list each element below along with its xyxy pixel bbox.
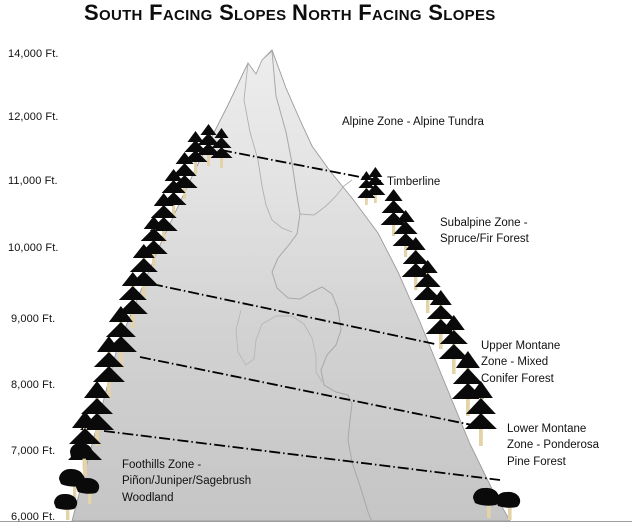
zone-label-foothills-line1: Foothills Zone - [122,459,202,471]
zone-label-foothills-line2: Piñon/Juniper/Sagebrush [122,475,252,488]
divider-subalpine [151,283,436,345]
zone-label-foothills: Foothills Zone - Piñon/Juniper/Sagebrush… [122,457,251,506]
zone-label-alpine-line1: Alpine Zone - Alpine Tundra [342,116,484,128]
zone-label-subalpine-line1: Subalpine Zone - [440,217,528,229]
axis-tick-14000: 14,000 Ft. [8,48,59,60]
divider-timberline [220,149,382,182]
zone-label-lower-montane-line2: Zone - Ponderosa [507,439,600,452]
heading-south-facing-slopes: South Facing Slopes [84,1,286,24]
zone-label-lower-montane-line1: Lower Montane [507,423,587,435]
zone-label-upper-montane: Upper Montane Zone - Mixed Conifer Fores… [481,338,560,387]
zone-label-upper-montane-line1: Upper Montane [481,340,561,352]
zone-label-alpine: Alpine Zone - Alpine Tundra [342,114,484,131]
axis-tick-10000: 10,000 Ft. [8,242,59,254]
divider-upper-montane [139,356,473,426]
foothill-shrubs [53,442,521,520]
zone-label-upper-montane-line2: Zone - Mixed [481,356,549,369]
zone-label-subalpine-line2: Spruce/Fir Forest [440,233,529,246]
axis-tick-7000: 7,000 Ft. [11,445,56,457]
zone-divider-lines [103,149,501,481]
heading-north-facing-slopes: North Facing Slopes [292,1,495,24]
zone-label-timberline: Timberline [387,174,440,191]
zone-label-lower-montane: Lower Montane Zone - Ponderosa Pine Fore… [507,421,599,470]
heading-north-line1: North Facing Slopes [292,0,496,25]
axis-tick-6000: 6,000 Ft. [11,511,56,523]
south-slope-trees [68,124,233,476]
zone-label-upper-montane-line3: Conifer Forest [481,372,554,385]
zone-label-foothills-line3: Woodland [122,491,174,504]
heading-south-line1: South Facing Slopes [84,0,287,25]
axis-tick-8000: 8,000 Ft. [11,379,56,391]
axis-tick-11000: 11,000 Ft. [8,175,58,187]
zone-label-lower-montane-line3: Pine Forest [507,455,566,468]
zone-label-subalpine: Subalpine Zone - Spruce/Fir Forest [440,215,529,248]
mountain-body [71,49,511,523]
divider-lower-montane [103,430,501,481]
zone-label-timberline-line1: Timberline [387,176,441,188]
axis-tick-12000: 12,000 Ft. [8,111,59,123]
axis-tick-9000: 9,000 Ft. [11,313,56,325]
north-slope-trees [357,167,497,446]
